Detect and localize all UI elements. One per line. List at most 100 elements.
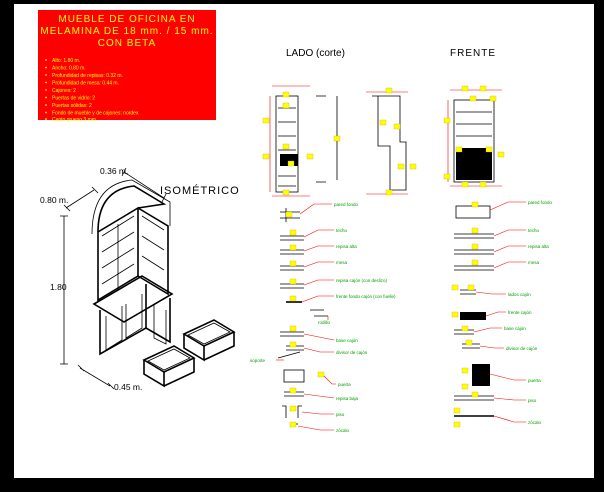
dim-width: 0.80 m.	[40, 195, 68, 205]
part-base-cajon-side	[280, 331, 304, 337]
label-puerta: puerta	[338, 382, 351, 387]
view-title-lado: LADO (corte)	[286, 48, 345, 59]
leader-line	[493, 397, 526, 401]
leader-line	[489, 201, 526, 211]
drawer-1-body	[183, 332, 235, 362]
spec-list: Alto: 1.80 m. Ancho: 0.80 m. Profundidad…	[45, 58, 139, 123]
part-mesa-side	[280, 265, 304, 271]
part-repisa-alta-side	[280, 249, 304, 255]
leader-line	[473, 327, 502, 333]
part-repisa-cajon-side	[280, 283, 304, 289]
label-puerta-front: puerta	[528, 378, 541, 383]
drawer-2-inner	[147, 348, 191, 371]
side-dim-lines	[269, 85, 310, 197]
side-parts	[277, 208, 328, 428]
dim-depth-top: 0.36 m.	[100, 166, 128, 176]
view-title-frente: FRENTE	[450, 48, 496, 59]
front-callouts: pared fondo techo repisa alta mesa lados…	[473, 200, 553, 425]
dim-line-depth-bottom	[77, 364, 115, 390]
part-puerta-side	[283, 369, 305, 383]
label-mesa-front: mesa	[528, 260, 540, 265]
open-door	[153, 304, 167, 345]
leader-line	[299, 203, 332, 215]
front-parts	[451, 201, 494, 428]
label-repisa-alta: repisa alta	[336, 244, 357, 249]
side-profile	[372, 95, 407, 191]
part-rodillo-side	[310, 309, 328, 317]
label-zocalo-front: zócalo	[528, 420, 542, 425]
side-shelves	[278, 107, 296, 151]
drawing-canvas: MUEBLE DE OFICINA EN MELAMINA DE 18 mm. …	[38, 10, 553, 433]
lower-door-left	[105, 306, 123, 351]
leader-line	[303, 393, 335, 399]
leader-line	[493, 415, 526, 423]
part-techo-front	[454, 233, 494, 239]
spec-item: Profundidad de repisas: 0.32 m.	[52, 73, 123, 79]
leader-line	[485, 311, 506, 317]
label-piso-front: piso	[528, 398, 537, 403]
dim-height: 1.80	[50, 282, 67, 292]
view-title-isometrico: ISOMÉTRICO	[160, 184, 240, 197]
drawing-sheet: MUEBLE DE OFICINA EN MELAMINA DE 18 mm. …	[14, 4, 594, 478]
label-repisa-baja: repisa baja	[336, 396, 359, 401]
label-pared-fondo: pared fondo	[334, 202, 359, 207]
part-frente-cajon-front	[460, 312, 486, 320]
side-callouts: pared fondo techo repisa alta mesa repis…	[250, 202, 396, 433]
dim-depth-bottom: 0.45 m.	[114, 382, 142, 392]
leader-line	[475, 291, 506, 295]
leader-line	[303, 229, 334, 238]
label-techo-front: techo	[528, 228, 540, 233]
part-soporte-side	[277, 351, 301, 359]
part-lados-cajon-front	[460, 289, 476, 295]
dim-line-height	[60, 215, 68, 365]
leader-line	[297, 425, 334, 431]
desk-top	[92, 275, 174, 323]
leader-line	[303, 261, 334, 268]
part-techo-side	[280, 235, 304, 241]
spec-item: Cajones: 2	[52, 88, 76, 94]
hutch-outer-arch	[91, 179, 171, 235]
leader-line	[323, 375, 336, 385]
label-lados-cajon-front: lados cajón	[508, 292, 531, 297]
title-box	[38, 10, 216, 120]
label-base-cajon-front: base cajón	[504, 326, 526, 331]
part-puerta-front	[472, 364, 490, 386]
label-divisor: divisor de cajón	[336, 350, 368, 355]
leader-line	[493, 261, 526, 269]
leader-line	[479, 345, 504, 349]
lower-door-right	[125, 294, 143, 339]
label-piso: piso	[336, 412, 345, 417]
label-zocalo: zócalo	[336, 428, 350, 433]
title-line-3: CON BETA	[98, 38, 156, 49]
front-elevation-view	[443, 85, 505, 188]
leader-line	[493, 245, 526, 253]
label-base-cajon: base cajón	[336, 338, 358, 343]
label-mesa: mesa	[336, 260, 348, 265]
isometric-view: 0.36 m. 0.80 m. 1.80 0.45 m.	[40, 166, 236, 392]
leader-line	[301, 411, 334, 415]
part-pared-fondo-front	[455, 205, 491, 219]
spec-item: Canto grueso 3 mm.	[52, 117, 97, 123]
front-drawer-block	[456, 148, 492, 180]
side-section-view	[262, 85, 417, 197]
label-frente-cajon-front: frente cajón	[508, 310, 532, 315]
part-piso-side	[282, 405, 302, 418]
leader-line	[303, 245, 334, 252]
dim-line-width	[63, 186, 99, 212]
leader-line	[303, 347, 334, 353]
label-divisor-front: divisor de cajón	[506, 346, 538, 351]
label-rodillo: rodillo	[318, 320, 331, 325]
spec-item: Profundidad de mesa: 0.44 m.	[52, 81, 119, 87]
part-repisa-alta-front	[454, 249, 494, 255]
lower-front	[99, 284, 147, 356]
leader-line	[493, 229, 526, 237]
drawer-1-inner	[187, 322, 231, 345]
spec-item: Alto: 1.80 m.	[52, 58, 80, 64]
dim-line-depth-top	[121, 167, 167, 203]
spec-item: Puertas sólidas: 2	[52, 103, 92, 109]
title-line-2: MELAMINA DE 18 mm. / 15 mm.	[40, 26, 213, 37]
label-repisa-alta-front: repisa alta	[528, 244, 549, 249]
hutch-side-shelves	[141, 215, 165, 271]
hutch-side	[137, 207, 169, 296]
front-dim-lines	[447, 89, 502, 187]
